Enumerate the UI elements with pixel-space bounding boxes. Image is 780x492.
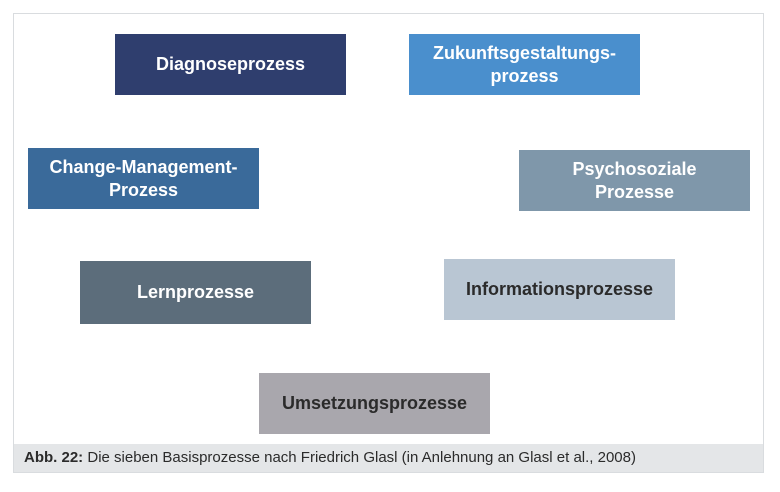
box-label-line: Umsetzungsprozesse xyxy=(281,393,468,413)
box-label-line: Informationsprozesse xyxy=(465,279,654,299)
lernprozesse-box: Lernprozesse xyxy=(80,261,311,324)
box-label-line: prozess xyxy=(490,65,559,86)
box-label-line: Zukunftsgestaltungs- xyxy=(433,42,616,63)
box-label-line: Lernprozesse xyxy=(136,282,255,302)
box-label-line: Diagnoseprozess xyxy=(155,54,306,74)
diagram-area: Diagnoseprozess Zukunftsgestaltungs- pro… xyxy=(14,14,763,444)
box-label-line: Psychosoziale xyxy=(572,158,697,179)
diagnoseprozess-box: Diagnoseprozess xyxy=(115,34,346,95)
umsetzungsprozesse-box: Umsetzungsprozesse xyxy=(259,373,490,434)
change-management-prozess-box: Change-Management- Prozess xyxy=(28,148,259,209)
zukunftsgestaltungsprozess-box: Zukunftsgestaltungs- prozess xyxy=(409,34,640,95)
caption-text: Die sieben Basisprozesse nach Friedrich … xyxy=(83,449,636,466)
box-label-line: Prozesse xyxy=(594,181,675,202)
figure: Diagnoseprozess Zukunftsgestaltungs- pro… xyxy=(13,13,764,473)
informationsprozesse-box: Informationsprozesse xyxy=(444,259,675,320)
caption-label: Abb. 22: xyxy=(24,449,84,466)
box-label-line: Change-Management- xyxy=(49,156,238,177)
box-label-line: Prozess xyxy=(108,179,179,200)
figure-caption: Abb. 22: Die sieben Basisprozesse nach F… xyxy=(14,444,763,472)
psychosoziale-prozesse-box: Psychosoziale Prozesse xyxy=(519,150,750,211)
